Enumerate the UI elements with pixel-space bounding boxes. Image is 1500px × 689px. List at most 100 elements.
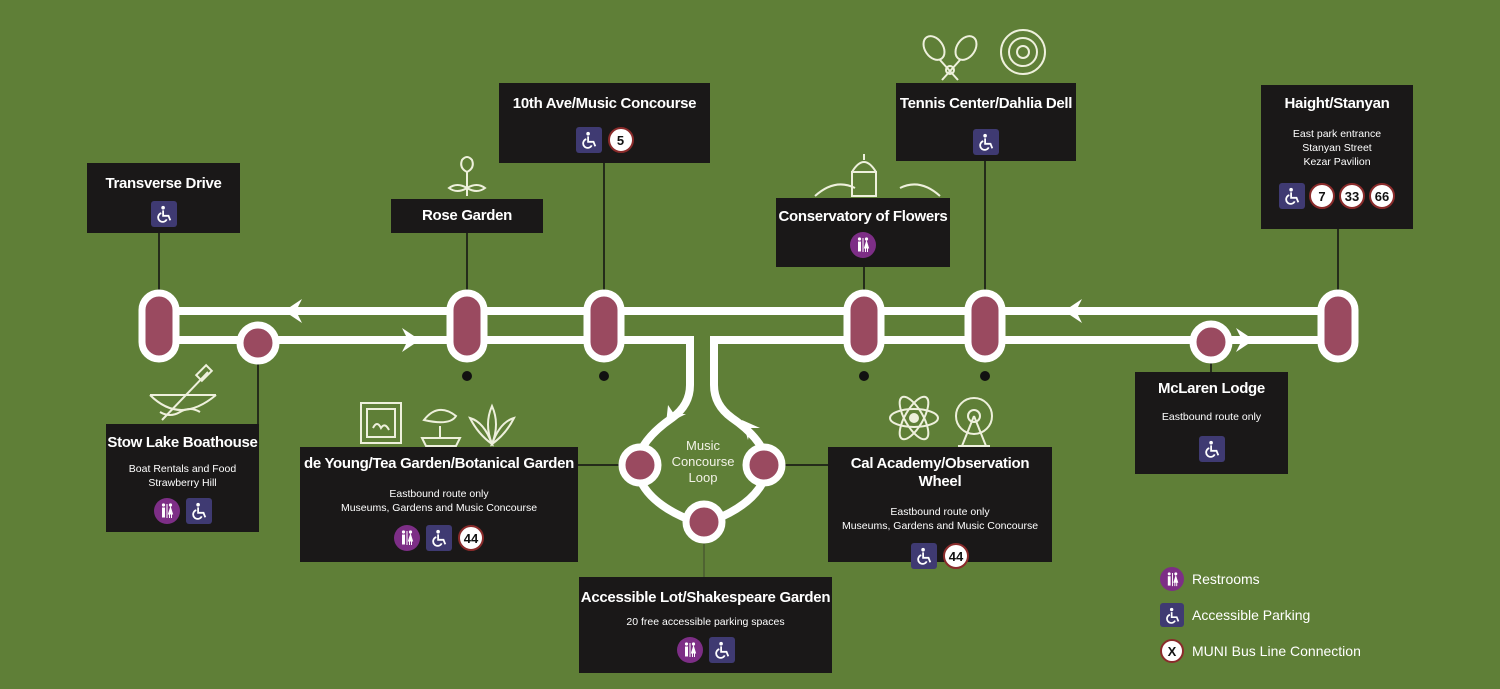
stop-conservatory[interactable]: [843, 289, 885, 363]
muni-bus-badge: 5: [607, 127, 634, 153]
restrooms-icon: [676, 637, 703, 663]
stop-stow[interactable]: [236, 321, 280, 365]
stop-title: Cal Academy/Observation Wheel: [850, 455, 1030, 490]
stop-box-tenth[interactable]: 10th Ave/Music Concourse 5: [499, 83, 710, 163]
stop-title: 10th Ave/Music Concourse: [512, 95, 697, 112]
arrow-loop-out: [742, 420, 760, 440]
arrow-west: [284, 299, 302, 323]
stop-dot: [980, 371, 990, 381]
rose-icon: [447, 156, 487, 196]
accessible-parking-icon: [575, 127, 602, 153]
atom-icon: [889, 395, 939, 441]
stop-title: Accessible Lot/Shakespeare Garden: [580, 589, 831, 606]
stop-dot: [462, 371, 472, 381]
stop-deyoung[interactable]: [618, 443, 662, 487]
stop-calacademy[interactable]: [742, 443, 786, 487]
stop-desc-line: Eastbound route only: [890, 506, 990, 518]
stop-dot: [859, 371, 869, 381]
arrow-east: [402, 328, 420, 352]
legend-label: MUNI Bus Line Connection: [1192, 643, 1361, 659]
stop-title: Rose Garden: [421, 207, 513, 224]
legend: Restrooms Accessible Parking X MUNI Bus …: [1160, 566, 1361, 674]
painting-frame-icon: [360, 402, 402, 444]
muni-bus-badge: 44: [458, 525, 484, 551]
stop-tenth[interactable]: [583, 289, 625, 363]
loop-left-path: [631, 336, 694, 524]
legend-item-bus: X MUNI Bus Line Connection: [1160, 638, 1361, 664]
canoe-paddle-icon: [149, 363, 217, 421]
lotus-icon: [468, 403, 516, 447]
stop-box-conservatory[interactable]: Conservatory of Flowers: [776, 198, 950, 267]
accessible-parking-icon: [911, 543, 937, 569]
pictograms: [149, 29, 1046, 447]
stop-tennis[interactable]: [964, 289, 1006, 363]
stop-desc-line: Strawberry Hill: [148, 477, 217, 489]
muni-bus-badge: 44: [943, 543, 969, 569]
stop-rose[interactable]: [446, 289, 488, 363]
stop-box-stow[interactable]: Stow Lake Boathouse Boat Rentals and Foo…: [106, 424, 259, 532]
stop-title: de Young/Tea Garden/Botanical Garden: [303, 455, 575, 472]
stop-desc-line: Eastbound route only: [389, 488, 489, 500]
stop-title: McLaren Lodge: [1158, 380, 1265, 397]
stop-box-transverse[interactable]: Transverse Drive: [87, 163, 240, 233]
stop-desc-line: 20 free accessible parking spaces: [626, 616, 785, 628]
dahlia-icon: [1000, 29, 1046, 75]
stop-title: Transverse Drive: [105, 175, 222, 192]
stop-dot: [599, 371, 609, 381]
stop-shakespeare[interactable]: [682, 500, 726, 544]
restrooms-icon: [153, 498, 180, 524]
restrooms-icon: [394, 525, 420, 551]
bonsai-icon: [420, 409, 462, 447]
stop-box-tennis[interactable]: Tennis Center/Dahlia Dell: [896, 83, 1076, 161]
loop-right-path: [710, 336, 773, 524]
stop-haight[interactable]: [1317, 289, 1359, 363]
arrow-east: [1236, 328, 1254, 352]
stop-title: Tennis Center/Dahlia Dell: [899, 95, 1073, 112]
stop-title: Haight/Stanyan: [1284, 95, 1390, 112]
stop-mclaren[interactable]: [1189, 320, 1233, 364]
restrooms-icon: [850, 232, 876, 258]
muni-bus-badge: 7: [1309, 183, 1335, 209]
muni-bus-badge: 66: [1369, 183, 1395, 209]
stop-box-calacademy[interactable]: Cal Academy/Observation Wheel Eastbound …: [828, 447, 1052, 569]
stop-transverse[interactable]: [138, 289, 180, 363]
stop-box-haight[interactable]: Haight/Stanyan East park entrance Stanya…: [1261, 85, 1413, 229]
legend-label: Accessible Parking: [1192, 607, 1311, 623]
stop-box-shakespeare[interactable]: Accessible Lot/Shakespeare Garden 20 fre…: [579, 577, 832, 673]
direction-arrows: [284, 299, 1254, 440]
tennis-rackets-icon: [922, 35, 978, 81]
stop-desc-line: Eastbound route only: [1161, 411, 1262, 423]
muni-bus-badge: X: [1160, 639, 1184, 663]
accessible-parking-icon: [150, 201, 177, 227]
stop-desc-line: Museums, Gardens and Music Concourse: [841, 520, 1039, 532]
arrow-loop-in: [666, 405, 686, 424]
stop-desc-line: Kezar Pavilion: [1303, 156, 1371, 168]
stop-title: Conservatory of Flowers: [778, 208, 948, 225]
accessible-parking-icon: [1160, 603, 1184, 627]
stop-title: Stow Lake Boathouse: [107, 434, 258, 451]
stop-box-rose[interactable]: Rose Garden: [391, 199, 543, 233]
observation-wheel-icon: [955, 397, 993, 447]
accessible-parking-icon: [426, 525, 452, 551]
accessible-parking-icon: [973, 129, 999, 155]
stop-desc-line: East park entrance: [1292, 128, 1382, 140]
stop-desc-line: Stanyan Street: [1302, 142, 1372, 154]
conservatory-icon: [814, 154, 941, 197]
stop-box-deyoung[interactable]: de Young/Tea Garden/Botanical Garden Eas…: [300, 447, 578, 562]
stop-box-mclaren[interactable]: McLaren Lodge Eastbound route only: [1135, 372, 1288, 474]
stop-desc-line: Boat Rentals and Food: [128, 463, 237, 475]
accessible-parking-icon: [185, 498, 212, 524]
stop-desc-line: Museums, Gardens and Music Concourse: [340, 502, 538, 514]
legend-item-parking: Accessible Parking: [1160, 602, 1361, 628]
accessible-parking-icon: [708, 637, 735, 663]
stops: [138, 289, 1359, 544]
accessible-parking-icon: [1279, 183, 1305, 209]
restrooms-icon: [1160, 567, 1184, 591]
arrow-west: [1064, 299, 1082, 323]
muni-bus-badge: 33: [1339, 183, 1365, 209]
accessible-parking-icon: [1198, 436, 1225, 462]
legend-item-restrooms: Restrooms: [1160, 566, 1361, 592]
legend-label: Restrooms: [1192, 571, 1260, 587]
